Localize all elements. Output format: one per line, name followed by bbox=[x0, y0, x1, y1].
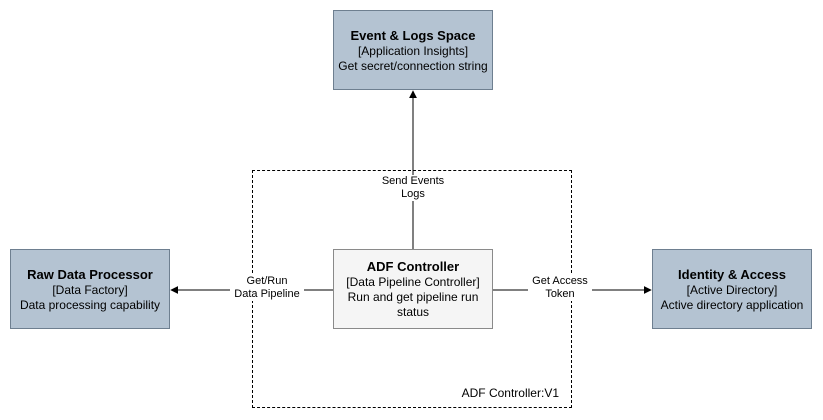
component-identity-access[interactable]: Identity & Access [Active Directory] Act… bbox=[652, 249, 812, 329]
component-title: ADF Controller bbox=[366, 259, 460, 274]
boundary-label: ADF Controller:V1 bbox=[461, 386, 559, 400]
component-adf-controller[interactable]: ADF Controller [Data Pipeline Controller… bbox=[333, 249, 493, 329]
component-technology: [Active Directory] bbox=[686, 282, 778, 297]
component-description: Get secret/connection string bbox=[338, 58, 488, 73]
component-technology: [Application Insights] bbox=[357, 43, 469, 58]
component-description: Data processing capability bbox=[19, 297, 161, 312]
component-description: Active directory application bbox=[660, 297, 804, 312]
component-raw-data-processor[interactable]: Raw Data Processor [Data Factory] Data p… bbox=[10, 249, 170, 329]
edge-label-get-run: Get/Run Data Pipeline bbox=[230, 275, 304, 301]
component-description: Run and get pipeline run bbox=[347, 290, 479, 304]
component-title: Identity & Access bbox=[678, 266, 786, 282]
component-technology: [Data Factory] bbox=[52, 282, 128, 297]
component-description: status bbox=[396, 305, 429, 319]
component-event-logs-space[interactable]: Event & Logs Space [Application Insights… bbox=[333, 10, 493, 90]
edge-label-get-access: Get Access Token bbox=[528, 275, 592, 301]
component-title: Raw Data Processor bbox=[27, 266, 153, 282]
component-technology: [Data Pipeline Controller] bbox=[346, 275, 480, 289]
edge-label-line: Get/Run bbox=[246, 275, 288, 287]
component-title: Event & Logs Space bbox=[350, 27, 476, 43]
edge-label-send-events: Send Events Logs bbox=[374, 175, 452, 201]
edge-label-line: Send Events bbox=[381, 175, 445, 187]
edge-label-line: Token bbox=[545, 288, 575, 300]
edge-label-line: Get Access bbox=[532, 275, 588, 287]
edge-label-line: Logs bbox=[401, 188, 425, 200]
edge-label-line: Data Pipeline bbox=[234, 288, 300, 300]
